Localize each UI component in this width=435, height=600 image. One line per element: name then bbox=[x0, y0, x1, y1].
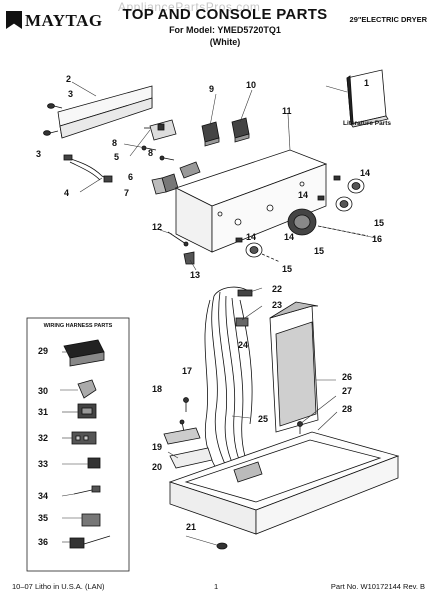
product-type: 29"ELECTRIC DRYER bbox=[349, 15, 427, 24]
callout-14c: 14 bbox=[246, 232, 256, 242]
callout-27: 27 bbox=[342, 386, 352, 396]
callout-4: 4 bbox=[64, 188, 69, 198]
callout-18: 18 bbox=[152, 384, 162, 394]
bracket-20[interactable] bbox=[163, 427, 201, 445]
callout-9: 9 bbox=[209, 84, 214, 94]
page-title-block: TOP AND CONSOLE PARTS For Model: YMED572… bbox=[120, 6, 330, 48]
connector-31[interactable] bbox=[77, 403, 97, 419]
callout-21: 21 bbox=[186, 522, 196, 532]
callout-33: 33 bbox=[38, 459, 48, 469]
callout-29: 29 bbox=[38, 346, 48, 356]
callout-17: 17 bbox=[182, 366, 192, 376]
connector-33[interactable] bbox=[87, 457, 101, 469]
callout-3b: 3 bbox=[36, 149, 41, 159]
footer-litho: 10–07 Litho in U.S.A. (LAN) bbox=[12, 582, 105, 591]
callout-34: 34 bbox=[38, 491, 48, 501]
callout-8b: 8 bbox=[148, 148, 153, 158]
screw-upper[interactable] bbox=[47, 103, 63, 109]
callout-2: 2 bbox=[66, 74, 71, 84]
lint-filter-housing[interactable] bbox=[269, 301, 319, 433]
maytag-logo-mark bbox=[6, 11, 22, 29]
wiring-harness-title: WIRING HARNESS PARTS bbox=[43, 323, 113, 329]
callout-6: 6 bbox=[128, 172, 133, 182]
knob-left[interactable] bbox=[245, 242, 281, 263]
callout-11: 11 bbox=[282, 106, 292, 116]
callout-14a: 14 bbox=[360, 168, 370, 178]
callout-25: 25 bbox=[258, 414, 268, 424]
clip-a[interactable] bbox=[333, 175, 341, 181]
watermark: AppliancePartsPros.com bbox=[118, 0, 261, 14]
clip-30[interactable] bbox=[77, 379, 97, 399]
callout-23: 23 bbox=[272, 300, 282, 310]
callout-20: 20 bbox=[152, 462, 162, 472]
main-wire-harness[interactable] bbox=[204, 286, 255, 483]
callout-14b: 14 bbox=[298, 190, 308, 200]
connector-35[interactable] bbox=[81, 513, 101, 527]
callout-22: 22 bbox=[272, 284, 282, 294]
literature-booklet[interactable] bbox=[346, 69, 389, 128]
console-panel[interactable] bbox=[174, 149, 328, 253]
wiring-harness-box bbox=[26, 317, 130, 572]
switch-6[interactable] bbox=[151, 173, 179, 195]
knob-right-upper[interactable] bbox=[347, 178, 365, 194]
callout-14d: 14 bbox=[284, 232, 294, 242]
screw-lower[interactable] bbox=[43, 130, 59, 136]
screw-17[interactable] bbox=[183, 397, 189, 413]
clip-b[interactable] bbox=[317, 195, 325, 201]
callout-32: 32 bbox=[38, 433, 48, 443]
bracket-19[interactable] bbox=[169, 447, 213, 469]
color-line: (White) bbox=[209, 37, 241, 47]
footer-part-number: Part No. W10172144 Rev. B bbox=[330, 582, 425, 591]
callout-15c: 15 bbox=[314, 246, 324, 256]
callout-10: 10 bbox=[246, 80, 256, 90]
clip-c[interactable] bbox=[235, 237, 243, 243]
tie-36[interactable] bbox=[69, 535, 111, 549]
callout-35: 35 bbox=[38, 513, 48, 523]
hinge-12[interactable] bbox=[167, 231, 189, 247]
callout-31: 31 bbox=[38, 407, 48, 417]
top-panel[interactable] bbox=[168, 431, 400, 535]
callout-15b: 15 bbox=[282, 264, 292, 274]
foot-21[interactable] bbox=[216, 542, 228, 550]
callout-5: 5 bbox=[114, 152, 119, 162]
callout-8a: 8 bbox=[112, 138, 117, 148]
page-title: TOP AND CONSOLE PARTS bbox=[122, 6, 328, 23]
callout-12: 12 bbox=[152, 222, 162, 232]
callout-24: 24 bbox=[238, 340, 248, 350]
callout-3a: 3 bbox=[68, 89, 73, 99]
connector-32[interactable] bbox=[71, 431, 97, 445]
callout-19: 19 bbox=[152, 442, 162, 452]
screw-27[interactable] bbox=[297, 421, 303, 435]
callout-30: 30 bbox=[38, 386, 48, 396]
callout-7: 7 bbox=[124, 188, 129, 198]
callout-13: 13 bbox=[190, 270, 200, 280]
small-wire-harness[interactable] bbox=[63, 154, 113, 183]
brand-name: MAYTAG bbox=[25, 11, 103, 30]
literature-parts-label: Literature Parts bbox=[343, 120, 392, 127]
callout-16: 16 bbox=[372, 234, 382, 244]
terminal-34[interactable] bbox=[73, 485, 101, 495]
knob-right-lower[interactable] bbox=[335, 196, 353, 212]
rear-bracket[interactable] bbox=[57, 85, 153, 139]
callout-1: 1 bbox=[364, 78, 369, 88]
callout-28: 28 bbox=[342, 404, 352, 414]
timer-knob[interactable] bbox=[287, 208, 369, 237]
switch-9[interactable] bbox=[201, 121, 220, 147]
callout-26: 26 bbox=[342, 372, 352, 382]
switch-7[interactable] bbox=[179, 161, 201, 179]
control-block[interactable] bbox=[144, 119, 177, 141]
screw-8b[interactable] bbox=[159, 155, 175, 161]
connector-29[interactable] bbox=[63, 339, 105, 367]
model-line: For Model: YMED5720TQ1 bbox=[169, 25, 281, 35]
maytag-logo: MAYTAG bbox=[6, 10, 112, 32]
bracket-13[interactable] bbox=[183, 251, 195, 265]
switch-10[interactable] bbox=[231, 117, 250, 143]
callout-15a: 15 bbox=[374, 218, 384, 228]
callout-36: 36 bbox=[38, 537, 48, 547]
footer-page-number: 1 bbox=[214, 582, 219, 591]
